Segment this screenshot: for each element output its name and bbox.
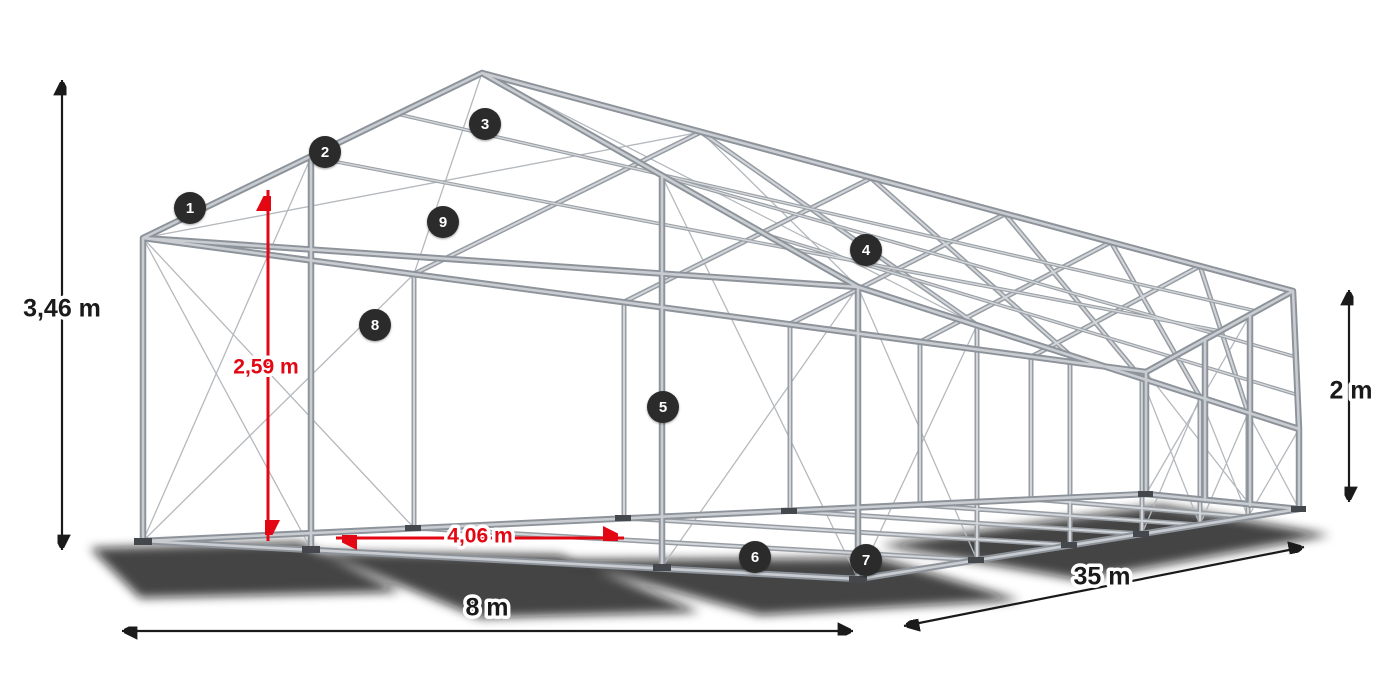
callout-badge-1[interactable]: 1: [174, 192, 206, 224]
width-label: 8 m: [465, 594, 508, 622]
entrance-height-label: 2,59 m: [233, 356, 298, 379]
callout-badge-4[interactable]: 4: [850, 234, 882, 266]
callout-badge-3[interactable]: 3: [469, 108, 501, 140]
total-height-label: 3,46 m: [23, 295, 101, 323]
dimension-entrance-height: 2,59 m: [230, 190, 302, 541]
dimension-entrance-width: 4,06 m: [336, 521, 624, 551]
dimension-width: 8 m: [122, 590, 853, 631]
callout-badge-6[interactable]: 6: [739, 541, 771, 573]
entrance-width-label: 4,06 m: [447, 525, 512, 548]
length-label: 35 m: [1074, 563, 1131, 591]
callout-badge-9[interactable]: 9: [427, 206, 459, 238]
dimension-length: 35 m: [903, 547, 1305, 626]
side-height-label: 2 m: [1329, 377, 1372, 405]
dimension-side-height: 2 m: [1326, 290, 1376, 502]
dimension-total-height: 3,46 m: [20, 80, 104, 550]
callout-badge-2[interactable]: 2: [309, 136, 341, 168]
callout-badge-5[interactable]: 5: [647, 391, 679, 423]
callout-badge-8[interactable]: 8: [359, 309, 391, 341]
callout-badge-7[interactable]: 7: [850, 544, 882, 576]
